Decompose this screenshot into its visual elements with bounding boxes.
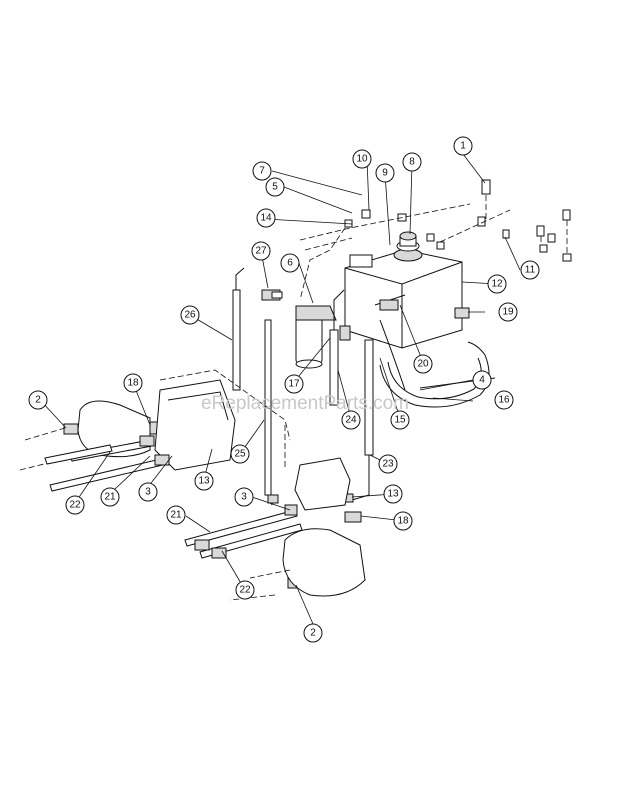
callout-3-lower[interactable]: 3 xyxy=(234,487,254,507)
svg-text:3: 3 xyxy=(241,492,247,503)
callout-15[interactable]: 15 xyxy=(390,410,410,430)
svg-text:22: 22 xyxy=(239,585,251,596)
hoses-lower xyxy=(184,504,303,559)
svg-text:1: 1 xyxy=(460,141,466,152)
watermark-text: eReplacementParts.com xyxy=(201,393,409,414)
svg-text:10: 10 xyxy=(356,154,368,165)
svg-text:25: 25 xyxy=(234,449,246,460)
svg-text:13: 13 xyxy=(198,476,210,487)
callout-10[interactable]: 10 xyxy=(352,149,372,169)
callout-12[interactable]: 12 xyxy=(487,274,507,294)
svg-text:17: 17 xyxy=(288,379,300,390)
callout-1[interactable]: 1 xyxy=(453,136,473,156)
svg-text:7: 7 xyxy=(259,166,265,177)
svg-text:20: 20 xyxy=(417,359,429,370)
callout-4[interactable]: 4 xyxy=(472,370,492,390)
svg-text:16: 16 xyxy=(498,395,510,406)
pump-assembly-left xyxy=(19,369,291,471)
callout-23[interactable]: 23 xyxy=(378,454,398,474)
svg-text:6: 6 xyxy=(287,258,293,269)
callout-5[interactable]: 5 xyxy=(265,177,285,197)
svg-text:15: 15 xyxy=(394,415,406,426)
svg-text:2: 2 xyxy=(35,395,41,406)
svg-text:22: 22 xyxy=(69,500,81,511)
svg-text:11: 11 xyxy=(525,265,536,276)
svg-text:9: 9 xyxy=(382,168,388,179)
tank-hardware xyxy=(344,179,572,262)
svg-text:14: 14 xyxy=(260,213,272,224)
callout-21-lower[interactable]: 21 xyxy=(166,505,186,525)
callout-2-left[interactable]: 2 xyxy=(28,390,48,410)
callout-25[interactable]: 25 xyxy=(230,444,250,464)
callout-11[interactable]: 11 xyxy=(520,260,540,280)
svg-text:18: 18 xyxy=(397,516,409,527)
callout-16[interactable]: 16 xyxy=(494,390,514,410)
svg-text:27: 27 xyxy=(255,246,267,257)
svg-text:23: 23 xyxy=(382,459,394,470)
svg-text:18: 18 xyxy=(127,378,139,389)
svg-text:4: 4 xyxy=(479,375,485,386)
svg-text:8: 8 xyxy=(409,157,415,168)
svg-text:2: 2 xyxy=(310,628,316,639)
callout-3-left[interactable]: 3 xyxy=(138,482,158,502)
callout-18-left[interactable]: 18 xyxy=(123,373,143,393)
svg-text:3: 3 xyxy=(145,487,151,498)
callout-6[interactable]: 6 xyxy=(280,253,300,273)
assembly-lines-tank xyxy=(299,195,568,301)
svg-text:21: 21 xyxy=(170,510,182,521)
svg-text:12: 12 xyxy=(491,279,503,290)
svg-text:24: 24 xyxy=(345,415,357,426)
callout-7[interactable]: 7 xyxy=(252,161,272,181)
callout-13-lower[interactable]: 13 xyxy=(383,484,403,504)
callout-24[interactable]: 24 xyxy=(341,410,361,430)
pump-assembly-lower xyxy=(229,425,366,601)
callout-9[interactable]: 9 xyxy=(375,163,395,183)
callout-19[interactable]: 19 xyxy=(498,302,518,322)
callout-27[interactable]: 27 xyxy=(251,241,271,261)
svg-text:13: 13 xyxy=(387,489,399,500)
callout-18-lower[interactable]: 18 xyxy=(393,511,413,531)
callout-20[interactable]: 20 xyxy=(413,354,433,374)
callout-13-left[interactable]: 13 xyxy=(194,471,214,491)
callout-14[interactable]: 14 xyxy=(256,208,276,228)
svg-text:26: 26 xyxy=(184,310,196,321)
hydraulic-tank xyxy=(344,249,463,349)
svg-text:19: 19 xyxy=(502,307,514,318)
callout-22-lower[interactable]: 22 xyxy=(235,580,255,600)
filler-cap xyxy=(393,231,423,262)
leader-lines xyxy=(40,153,521,625)
callout-26[interactable]: 26 xyxy=(180,305,200,325)
callout-17[interactable]: 17 xyxy=(284,374,304,394)
callout-8[interactable]: 8 xyxy=(402,152,422,172)
callout-2-lower[interactable]: 2 xyxy=(303,623,323,643)
svg-text:21: 21 xyxy=(104,492,116,503)
svg-text:5: 5 xyxy=(272,182,278,193)
callout-22-left[interactable]: 22 xyxy=(65,495,85,515)
callout-21-left[interactable]: 21 xyxy=(100,487,120,507)
